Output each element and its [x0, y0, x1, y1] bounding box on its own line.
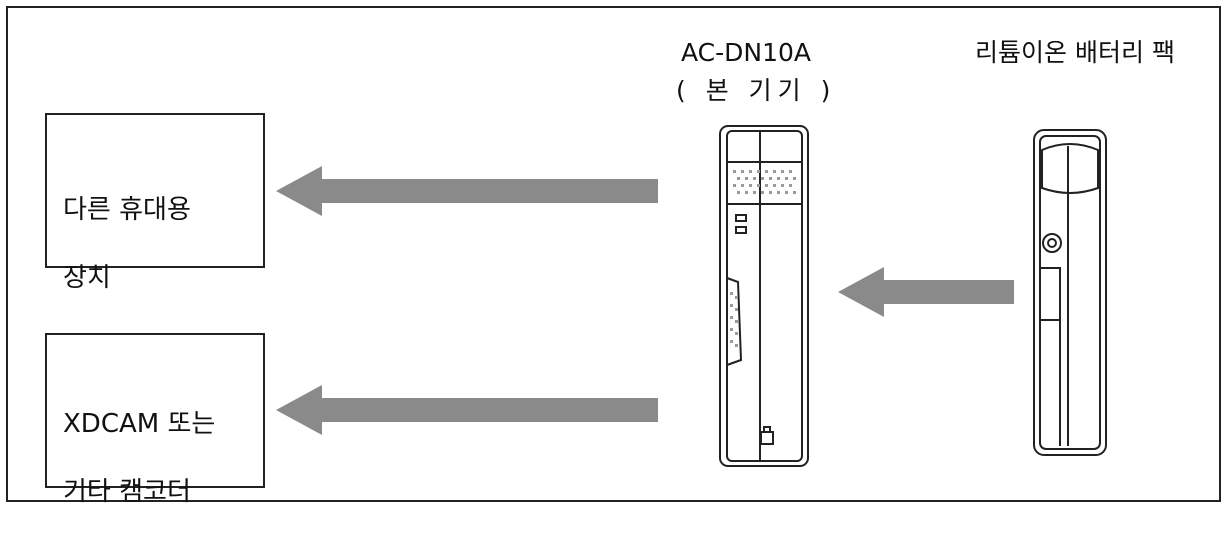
device-model-label: AC-DN10A	[680, 38, 811, 67]
ac-dn10a-connector-pins	[730, 292, 738, 347]
portable-device-box: 다른 휴대용 장치	[45, 113, 265, 293]
camcorder-box: XDCAM 또는 기타 캠코더	[45, 333, 265, 507]
portable-device-label: 다른 휴대용 장치	[63, 159, 191, 329]
diagram-artwork	[276, 125, 1107, 467]
ac-dn10a-vent-grille	[733, 170, 796, 194]
portable-device-label-line1: 다른 휴대용	[63, 195, 191, 225]
device-subtitle-label: ( 본 기기 )	[676, 76, 837, 105]
camcorder-label: XDCAM 또는 기타 캠코더	[63, 373, 215, 543]
camcorder-label-line1: XDCAM 또는	[63, 409, 216, 439]
arrow-to-portable-device	[276, 166, 658, 216]
diagram-frame	[6, 6, 1221, 502]
arrow-to-camcorder	[276, 385, 658, 435]
portable-device-label-line2: 장치	[63, 263, 111, 293]
arrow-from-battery	[838, 267, 1014, 317]
battery-pack-drawing	[1033, 129, 1107, 456]
battery-pack-label: 리튬이온 배터리 팩	[975, 38, 1175, 67]
camcorder-label-line2: 기타 캠코더	[63, 477, 191, 507]
